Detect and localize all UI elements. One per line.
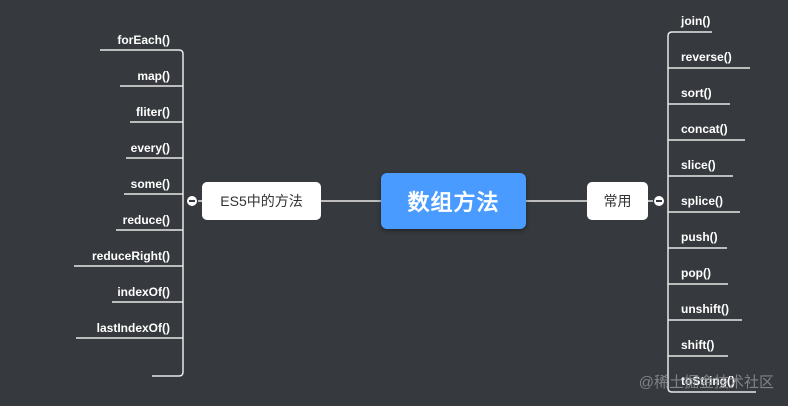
leaf-node-left[interactable]: reduce(): [122, 213, 170, 227]
leaf-node-right[interactable]: reverse(): [681, 50, 732, 64]
leaf-node-left[interactable]: lastIndexOf(): [96, 321, 170, 335]
leaf-node-left[interactable]: forEach(): [117, 33, 170, 47]
watermark-text: @稀土掘金技术社区: [638, 374, 774, 391]
collapse-toggle-icon[interactable]: [186, 195, 198, 207]
leaf-node-left[interactable]: map(): [137, 69, 170, 83]
leaf-node-right[interactable]: join(): [681, 14, 711, 28]
right-leaf-connector: [667, 387, 756, 393]
leaf-node-left[interactable]: every(): [130, 141, 170, 155]
leaf-node-right[interactable]: push(): [681, 230, 718, 244]
branch-node-common[interactable]: 常用: [587, 182, 648, 220]
leaf-node-right[interactable]: slice(): [681, 158, 716, 172]
right-leaf-connector: [667, 31, 712, 37]
leaf-node-left[interactable]: fliter(): [136, 105, 170, 119]
leaf-node-right[interactable]: splice(): [681, 194, 724, 208]
leaf-node-right[interactable]: toString(): [681, 374, 735, 388]
leaf-node-right[interactable]: shift(): [681, 338, 715, 352]
leaf-node-left[interactable]: indexOf(): [117, 285, 170, 299]
leaf-node-left[interactable]: reduceRight(): [92, 249, 170, 263]
root-node[interactable]: 数组方法: [381, 173, 526, 229]
leaf-node-right[interactable]: concat(): [681, 122, 728, 136]
leaf-node-left[interactable]: some(): [130, 177, 170, 191]
left-leaf-connector: [100, 49, 184, 55]
leaf-node-right[interactable]: sort(): [681, 86, 712, 100]
branch-node-es5[interactable]: ES5中的方法: [202, 182, 321, 220]
leaf-node-right[interactable]: pop(): [681, 266, 711, 280]
collapse-toggle-icon[interactable]: [653, 195, 665, 207]
left-leaf-connector: [152, 371, 184, 377]
leaf-node-right[interactable]: unshift(): [681, 302, 729, 316]
